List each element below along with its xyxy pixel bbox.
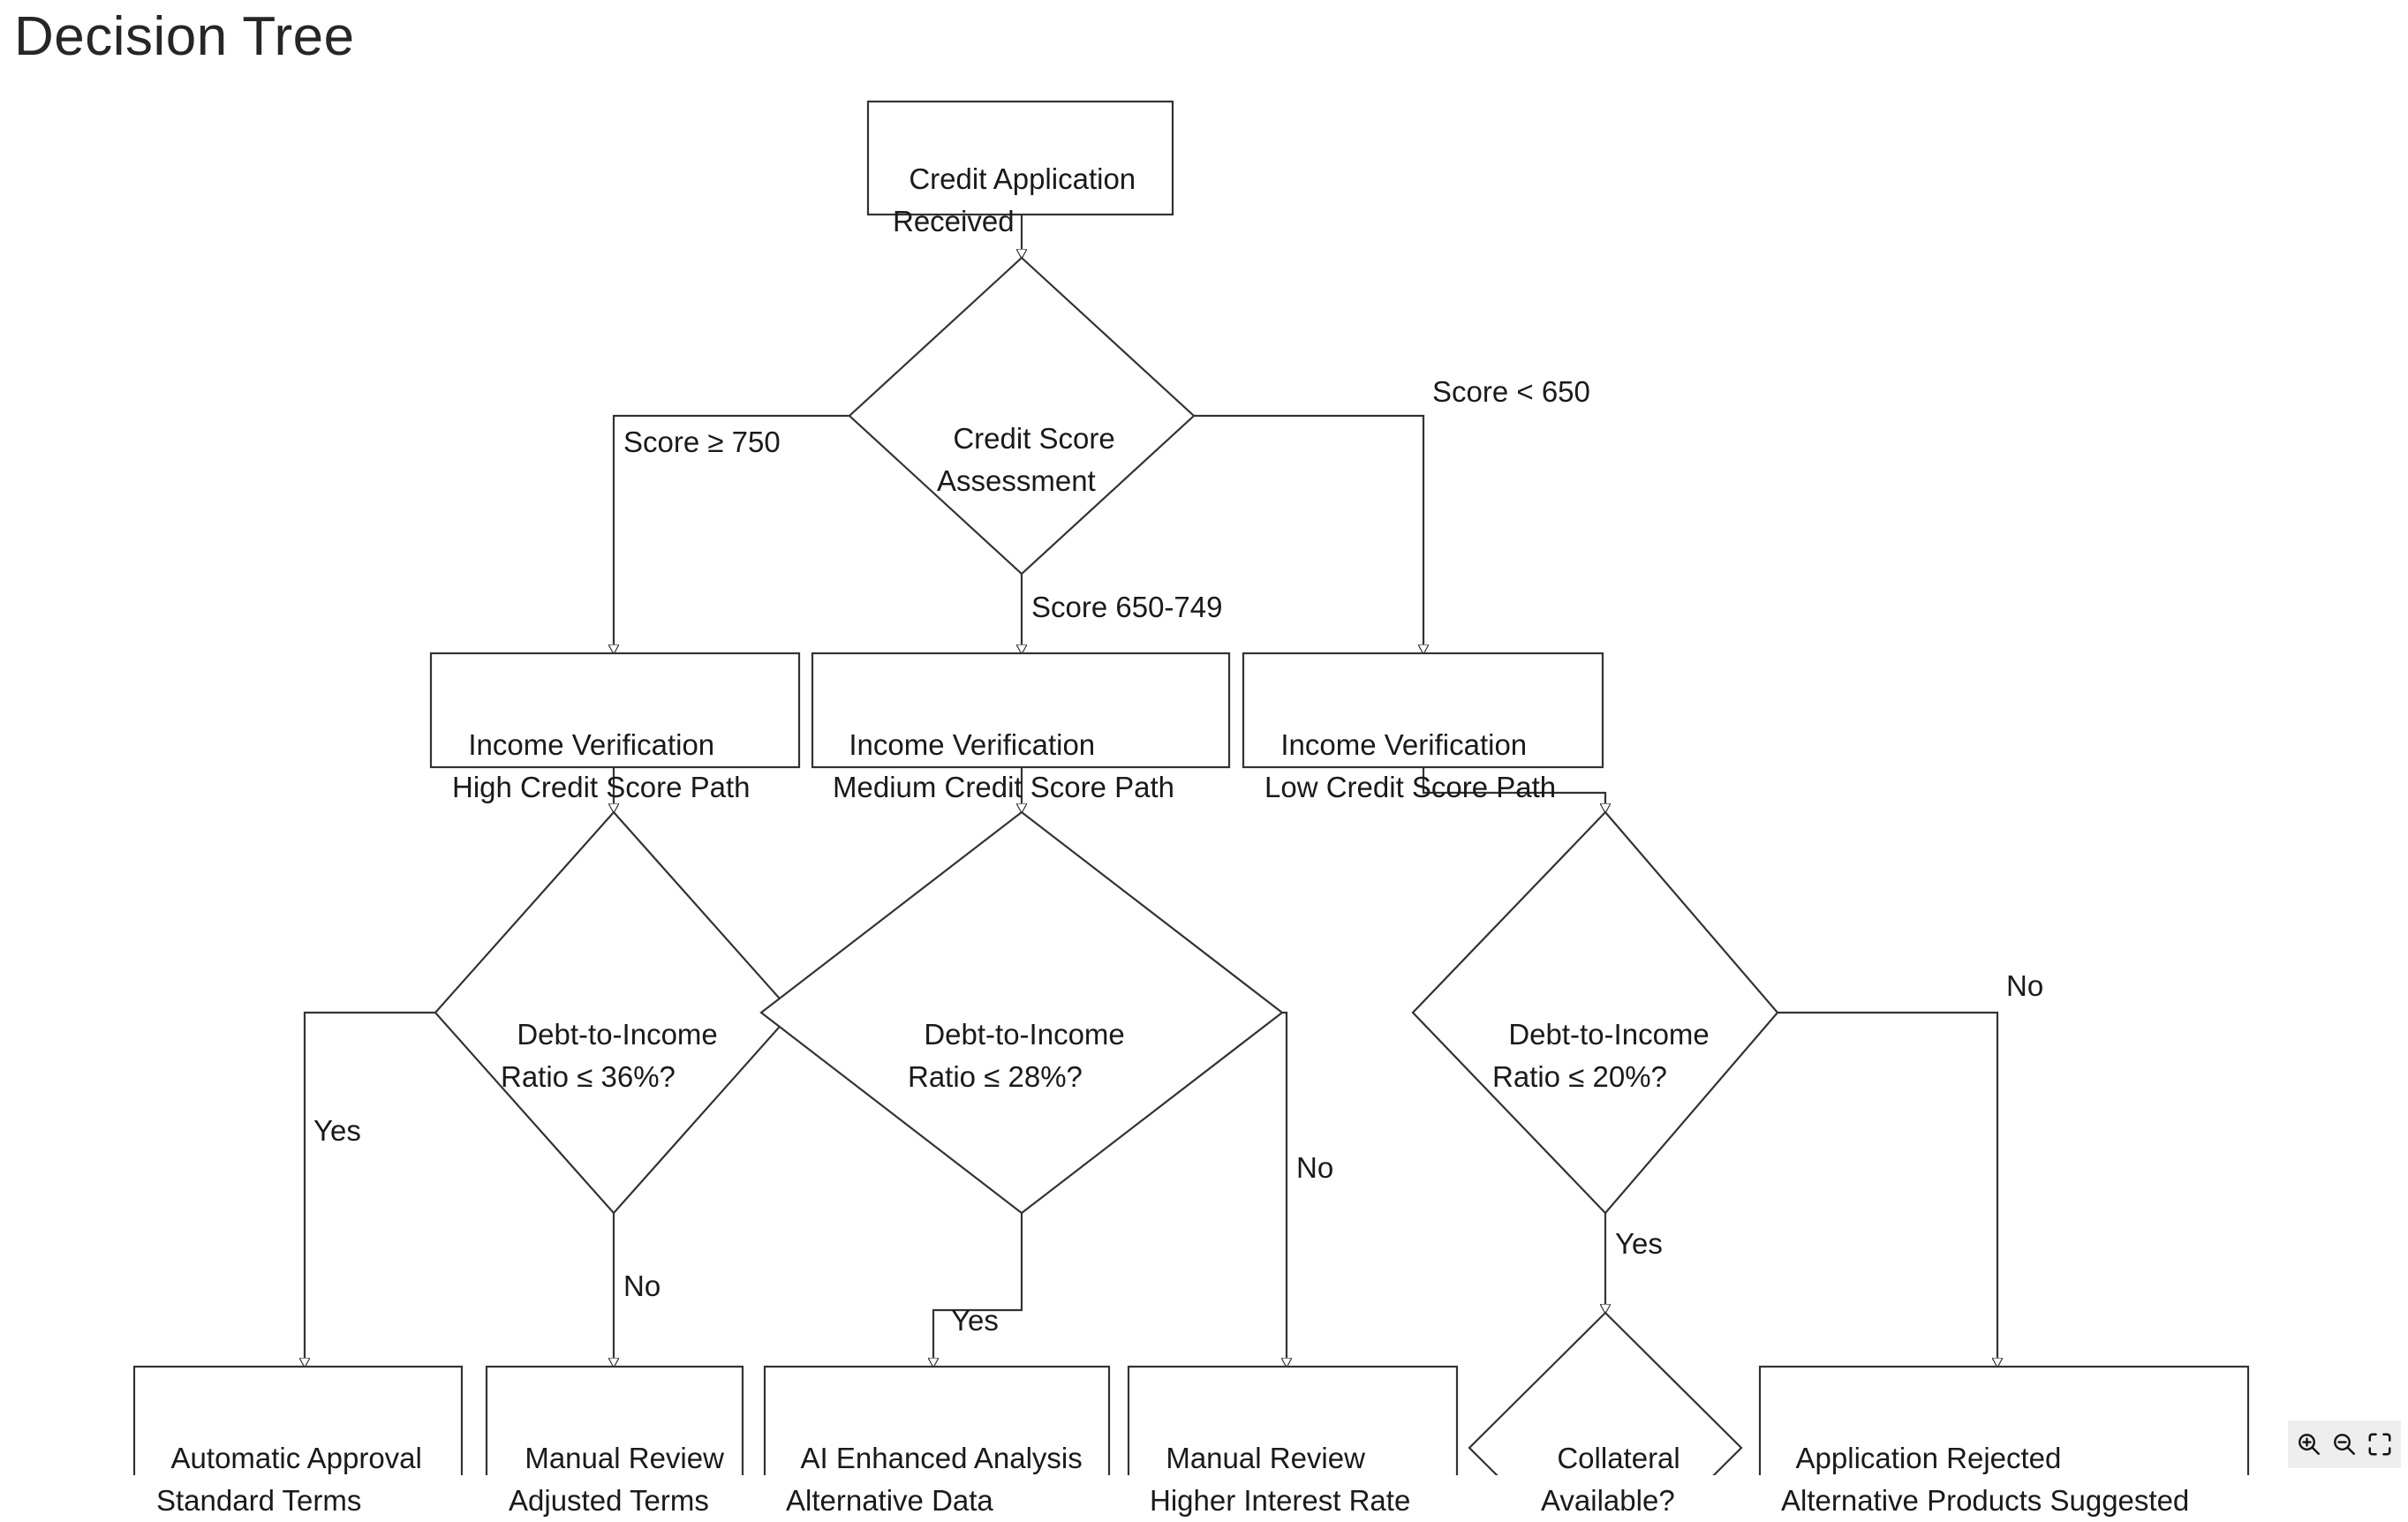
zoom-in-icon[interactable] [2294, 1429, 2324, 1459]
node-dti-36[interactable] [434, 810, 794, 1215]
node-income-verification-medium[interactable] [811, 652, 1231, 769]
fit-to-screen-icon[interactable] [2365, 1429, 2395, 1459]
node-income-verification-high[interactable] [429, 652, 801, 769]
node-credit-score-assessment[interactable] [848, 256, 1196, 576]
node-collateral-available[interactable] [1468, 1311, 1743, 1475]
edge-dti20-no [1778, 1011, 1997, 1367]
node-manual-review-adjusted[interactable] [485, 1365, 744, 1475]
page-title: Decision Tree [14, 6, 355, 67]
node-manual-review-higher-interest[interactable] [1127, 1365, 1459, 1475]
zoom-out-icon[interactable] [2329, 1429, 2359, 1459]
node-ai-enhanced-analysis[interactable] [763, 1365, 1111, 1475]
edge-score-to-high [614, 414, 849, 653]
node-application-rejected[interactable] [1758, 1365, 2250, 1475]
node-automatic-approval[interactable] [132, 1365, 464, 1475]
node-income-verification-low[interactable] [1242, 652, 1604, 769]
node-dti-28[interactable] [759, 810, 1284, 1215]
zoom-controls [2288, 1420, 2401, 1468]
edge-dti28-no [1282, 1011, 1287, 1367]
node-dti-20[interactable] [1411, 810, 1779, 1215]
decision-tree-canvas [132, 100, 2250, 1475]
node-credit-application-received[interactable] [866, 100, 1174, 216]
edge-score-to-low [1194, 414, 1423, 653]
edge-dti28-yes [933, 1213, 1023, 1367]
edge-dti36-yes [305, 1011, 435, 1367]
edge-low-to-dti20 [1422, 767, 1605, 812]
